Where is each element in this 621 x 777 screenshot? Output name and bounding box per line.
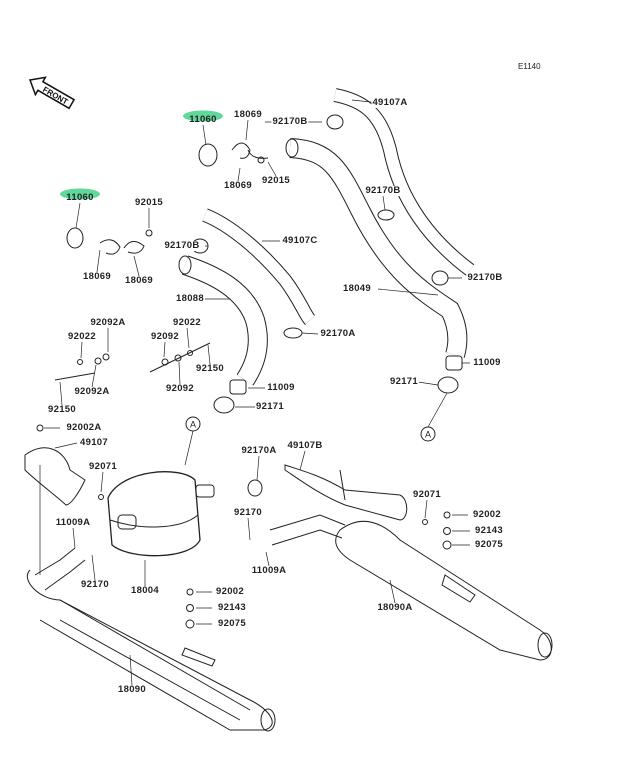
part-label-92075[interactable]: 92075 (474, 539, 504, 550)
part-label-11060[interactable]: 11060 (66, 192, 94, 203)
part-label-18069[interactable]: 18069 (233, 109, 263, 120)
part-label-92143[interactable]: 92143 (217, 602, 247, 613)
front-arrow-icon: FRONT (28, 76, 76, 110)
part-label-18004[interactable]: 18004 (130, 585, 160, 596)
part-label-92170[interactable]: 92170 (80, 579, 110, 590)
part-label-92002[interactable]: 92002 (215, 586, 245, 597)
muffler-18004 (107, 471, 201, 557)
part-label-11060[interactable]: 11060 (189, 114, 217, 125)
part-label-18090[interactable]: 18090 (117, 684, 147, 695)
part-label-11009a[interactable]: 11009A (54, 517, 92, 528)
diagram-code: E1140 (518, 62, 541, 71)
part-label-92170b[interactable]: 92170B (163, 240, 201, 251)
reference-marker-a-left (185, 416, 201, 432)
part-label-92092a[interactable]: 92092A (73, 386, 111, 397)
part-label-92170a[interactable]: 92170A (319, 328, 357, 339)
part-label-49107a[interactable]: 49107A (371, 97, 409, 108)
part-label-92170b[interactable]: 92170B (364, 185, 402, 196)
part-label-18088[interactable]: 18088 (175, 293, 205, 304)
part-label-11009[interactable]: 11009 (472, 357, 502, 368)
part-label-92022[interactable]: 92022 (67, 331, 97, 342)
part-label-92071[interactable]: 92071 (88, 461, 118, 472)
pipe-18049 (289, 138, 468, 358)
part-label-49107c[interactable]: 49107C (281, 235, 319, 246)
part-label-92015[interactable]: 92015 (261, 175, 291, 186)
part-label-92002a[interactable]: 92002A (65, 422, 103, 433)
part-label-11009[interactable]: 11009 (266, 382, 296, 393)
highlight-marker (60, 188, 100, 200)
part-label-92092a[interactable]: 92092A (89, 317, 127, 328)
part-label-49107[interactable]: 49107 (79, 437, 109, 448)
part-label-92075[interactable]: 92075 (217, 618, 247, 629)
part-label-92171[interactable]: 92171 (389, 376, 419, 387)
part-label-92002[interactable]: 92002 (472, 509, 502, 520)
part-label-18069[interactable]: 18069 (82, 271, 112, 282)
svg-text:A: A (190, 420, 196, 430)
part-label-92071[interactable]: 92071 (412, 489, 442, 500)
part-label-92150[interactable]: 92150 (47, 404, 77, 415)
part-label-18049[interactable]: 18049 (342, 283, 372, 294)
part-label-18069[interactable]: 18069 (223, 180, 253, 191)
part-label-92170a[interactable]: 92170A (240, 445, 278, 456)
muffler-18090 (27, 569, 273, 731)
part-label-92015[interactable]: 92015 (134, 197, 164, 208)
part-label-92022[interactable]: 92022 (172, 317, 202, 328)
svg-text:A: A (425, 430, 431, 440)
part-label-11009a[interactable]: 11009A (250, 565, 288, 576)
part-label-92143[interactable]: 92143 (474, 525, 504, 536)
part-label-92170[interactable]: 92170 (233, 507, 263, 518)
part-label-92092[interactable]: 92092 (150, 331, 180, 342)
part-label-49107b[interactable]: 49107B (286, 440, 324, 451)
reference-marker-a-right (420, 426, 436, 442)
highlight-marker (183, 110, 223, 122)
muffler-18090A (335, 520, 552, 661)
part-label-92092[interactable]: 92092 (165, 383, 195, 394)
part-label-92171[interactable]: 92171 (255, 401, 285, 412)
part-label-18090a[interactable]: 18090A (376, 602, 414, 613)
part-label-92170b[interactable]: 92170B (271, 116, 309, 127)
part-label-92150[interactable]: 92150 (195, 363, 225, 374)
part-label-92170b[interactable]: 92170B (466, 272, 504, 283)
part-label-18069[interactable]: 18069 (124, 275, 154, 286)
